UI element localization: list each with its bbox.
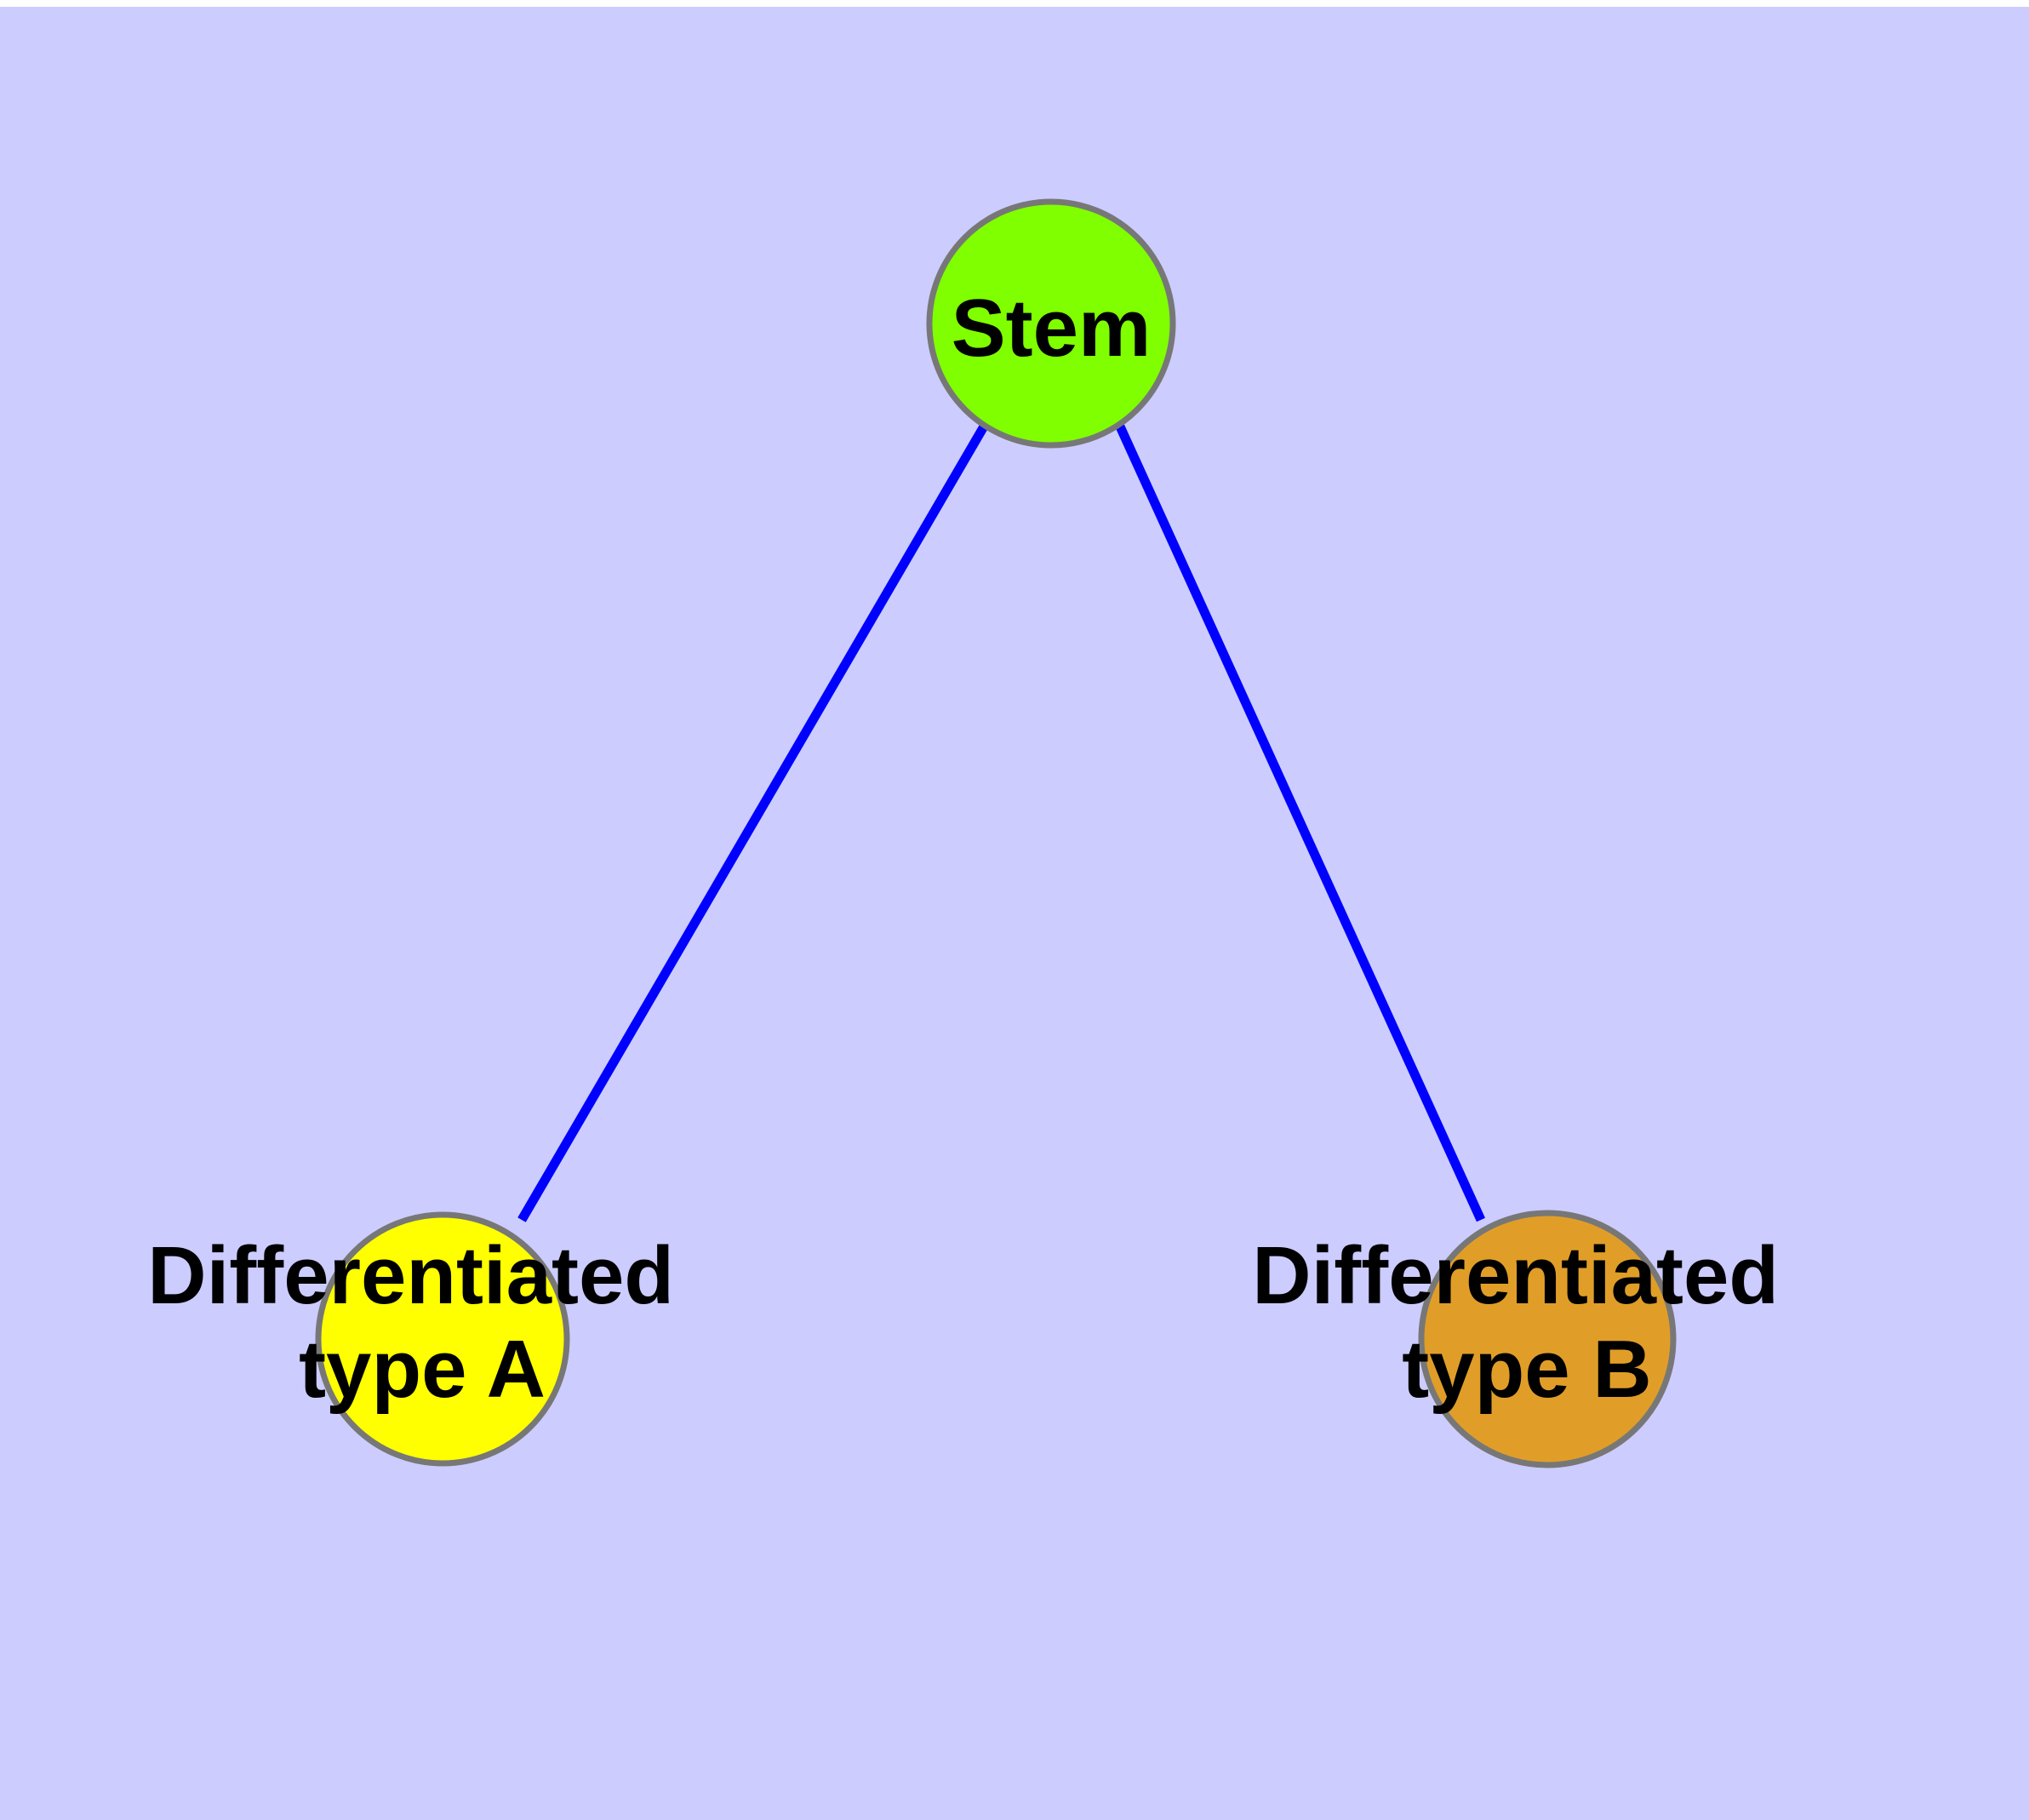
node-differentiated-type-a[interactable] [315,1211,570,1467]
node-stem[interactable] [926,198,1176,449]
node-circle-stem[interactable] [926,198,1176,449]
label-layer: Stem Differentiated type A Differentiate… [147,283,1801,1415]
node-label-stem: Stem [952,283,1152,374]
node-circle-differentiated-type-b[interactable] [1418,1210,1677,1468]
node-label-stem-line-1: Stem [952,283,1152,374]
node-label-differentiated-type-a: Differentiated type A [147,1230,696,1415]
edge-stem-to-differentiated-type-a[interactable] [517,424,988,1222]
node-label-differentiated-type-a-line-2: type A [299,1324,546,1415]
node-label-differentiated-type-b-line-2: type B [1402,1324,1651,1415]
graph-svg: Stem Differentiated type A Differentiate… [147,198,1801,1468]
node-label-differentiated-type-a-line-1: Differentiated [147,1230,674,1321]
edge-layer [517,424,1486,1222]
diagram-plot-area: Stem Differentiated type A Differentiate… [0,7,2029,1820]
node-differentiated-type-b[interactable] [1418,1210,1677,1468]
node-label-differentiated-type-b-line-1: Differentiated [1252,1230,1779,1321]
node-circle-differentiated-type-a[interactable] [315,1211,570,1467]
edge-stem-to-differentiated-type-b[interactable] [1115,424,1486,1222]
node-label-differentiated-type-b: Differentiated type B [1252,1230,1801,1415]
